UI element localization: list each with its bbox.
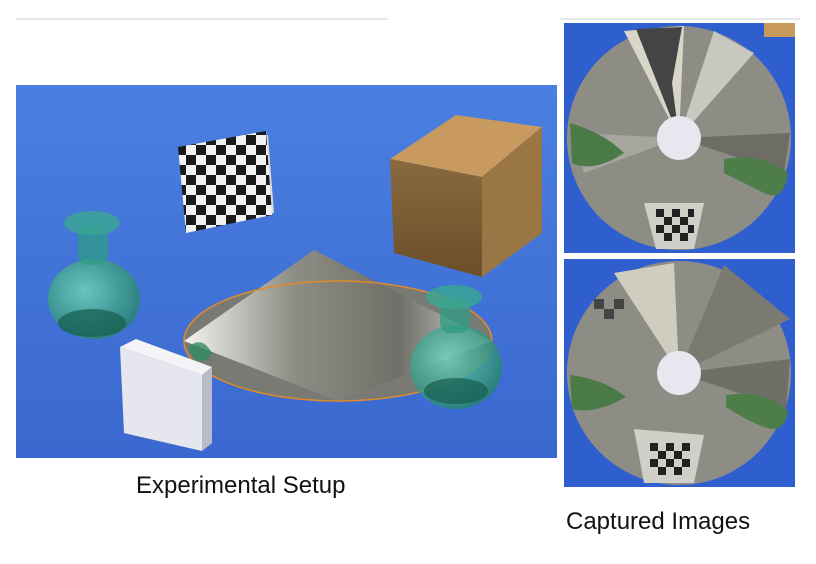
captured-image-bottom <box>564 259 795 487</box>
glass-vase-right <box>410 285 502 409</box>
captured-image-top <box>564 23 795 253</box>
wooden-cube <box>390 115 542 277</box>
cone-tip-spot <box>657 116 701 160</box>
top-rule-left <box>16 18 388 20</box>
glass-vase-left <box>48 211 140 339</box>
experimental-setup-image <box>16 85 557 458</box>
checkerboard <box>178 131 274 233</box>
wood-fragment <box>764 23 795 37</box>
cone-tip-spot <box>657 351 701 395</box>
setup-caption: Experimental Setup <box>136 472 346 499</box>
white-block <box>120 339 212 451</box>
top-rule-right <box>560 18 800 20</box>
captured-caption: Captured Images <box>566 508 751 535</box>
